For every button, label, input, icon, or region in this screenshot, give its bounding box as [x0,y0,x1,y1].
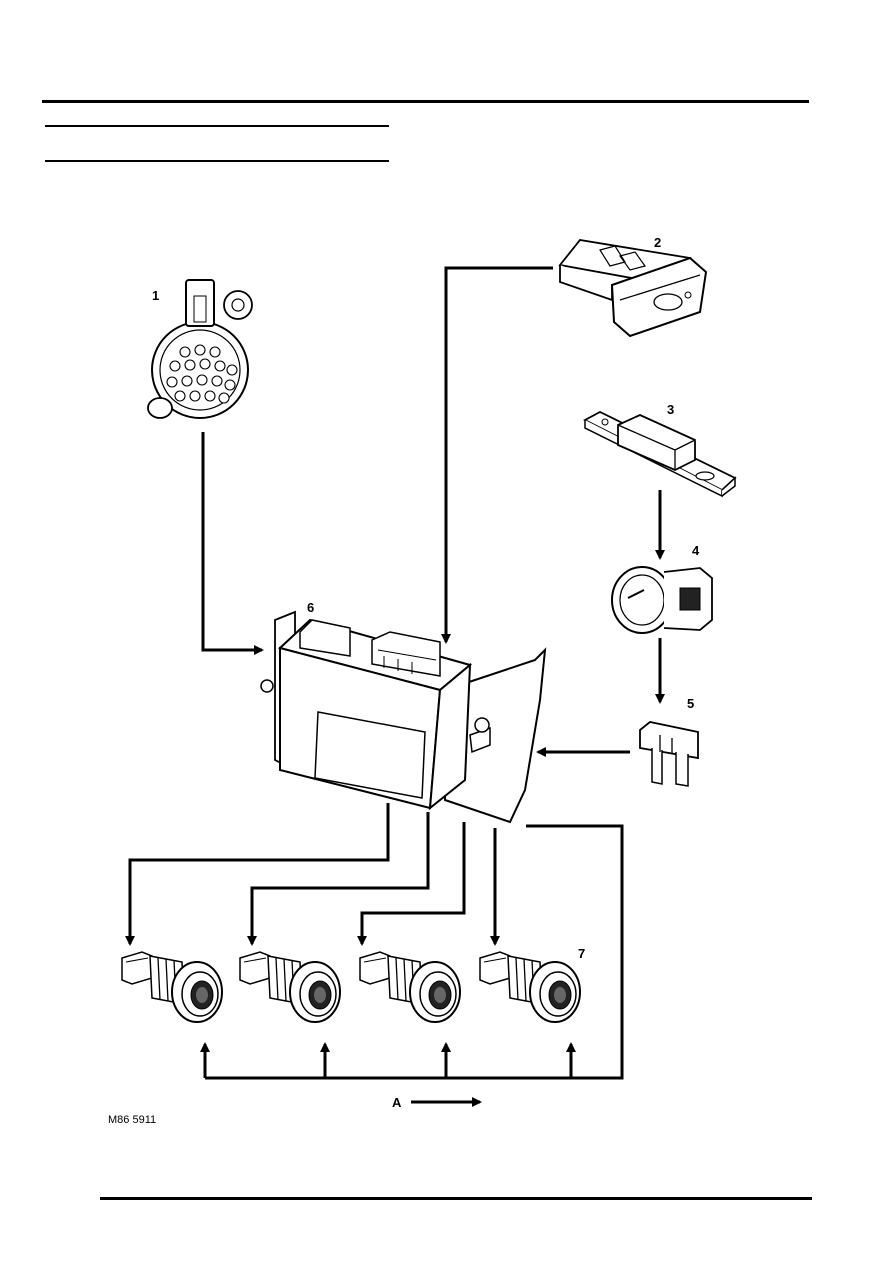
callout-1: 1 [152,288,159,303]
callout-7: 7 [578,946,585,961]
header-rule-short-1 [45,125,389,127]
component-3-sensor-bracket [583,410,737,498]
component-7-lock-barrel-b [239,951,341,1023]
callout-2: 2 [654,235,661,250]
component-5-fuse [639,721,699,787]
component-4-lock-barrel [611,566,713,634]
component-6-control-unit [260,610,547,824]
link-6-to-7c [357,822,466,946]
component-1-connector [147,279,253,419]
component-7-lock-barrel-d [479,951,581,1023]
link-2-to-6 [441,266,553,644]
figure-reference: M86 5911 [108,1114,156,1126]
component-2-switch [558,239,708,338]
header-rule-short-2 [45,160,389,162]
callout-5: 5 [687,696,694,711]
component-7-lock-barrel-a [121,951,223,1023]
footer-rule [100,1197,812,1200]
component-7-lock-barrel-c [359,951,461,1023]
header-rule-main [42,100,809,103]
link-6-to-7b [247,812,430,946]
link-6-to-7a [125,803,390,946]
callout-6: 6 [307,600,314,615]
callout-A: A [392,1095,402,1110]
callout-4: 4 [692,543,700,558]
callout-3: 3 [667,402,674,417]
link-return-bus [205,824,624,1080]
link-1-to-6 [201,432,264,655]
